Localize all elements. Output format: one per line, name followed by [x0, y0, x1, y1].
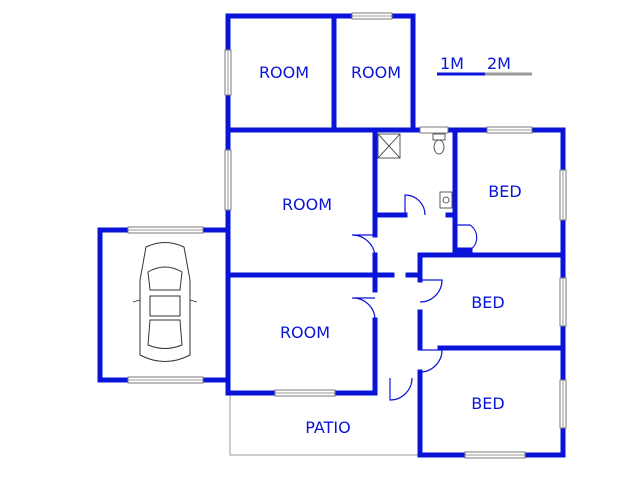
room-labels: ROOM ROOM ROOM ROOM BED BED BED PATIO: [259, 63, 522, 437]
car-icon: [132, 242, 198, 362]
bed-2-label: BED: [471, 293, 504, 312]
windows: [127, 12, 567, 459]
shower-icon: [377, 133, 401, 159]
room-middle-label: ROOM: [282, 195, 332, 214]
scale-bar: 1M 2M: [437, 54, 532, 76]
scale-label-2m: 2M: [487, 54, 511, 73]
room-top-right-label: ROOM: [351, 63, 401, 82]
doors: [351, 194, 478, 401]
bed-1-label: BED: [488, 182, 521, 201]
bed-3-label: BED: [471, 394, 504, 413]
basin-icon: [439, 191, 453, 209]
bathroom-fixtures: [377, 133, 453, 209]
scale-label-1m: 1M: [440, 54, 464, 73]
room-lower-label: ROOM: [280, 323, 330, 342]
room-top-left-label: ROOM: [259, 63, 309, 82]
walls: [97, 13, 566, 458]
toilet-icon: [432, 133, 446, 155]
patio-label: PATIO: [305, 418, 350, 437]
